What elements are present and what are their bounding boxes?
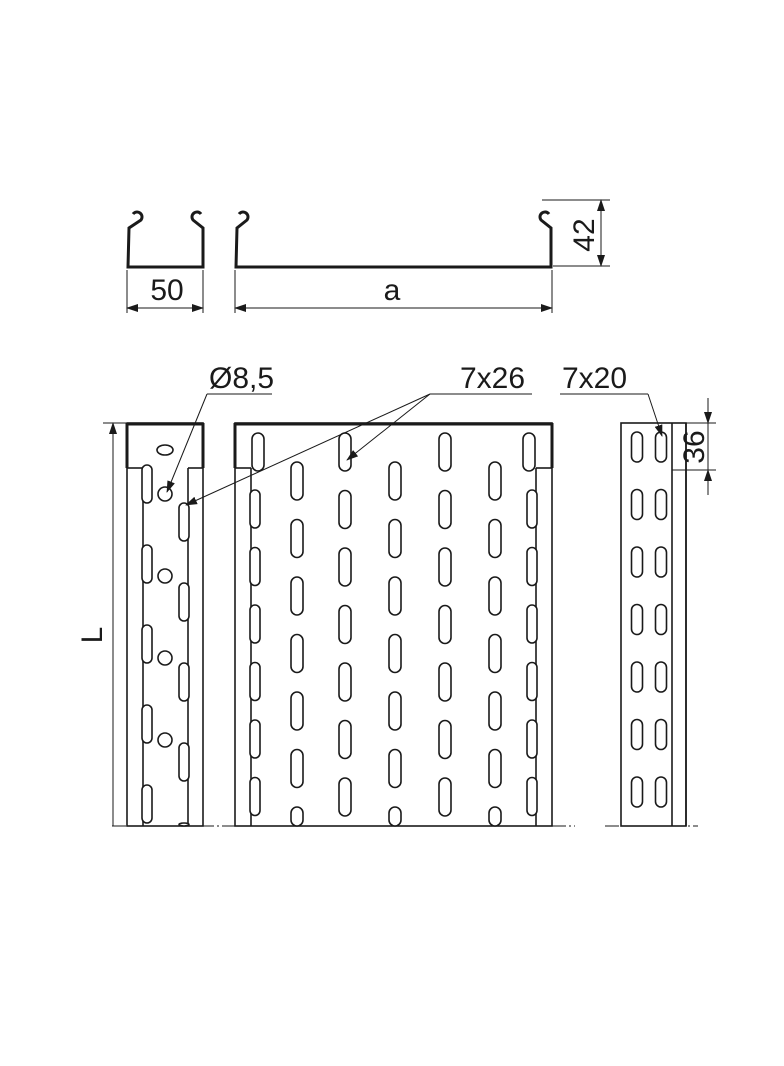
- slot-7x26: [388, 748, 402, 789]
- slot-7x26: [438, 719, 452, 760]
- leader-hole-diameter: Ø8,5: [166, 362, 274, 493]
- slot-7x26: [338, 489, 352, 530]
- dimension-a-label: a: [384, 274, 401, 307]
- slot-7x20: [630, 718, 644, 751]
- slot-7x20: [630, 776, 644, 808]
- dimension-50: 50: [126, 270, 204, 313]
- slot-7x26: [290, 633, 304, 674]
- slot-side-wall: [526, 489, 538, 529]
- cross-section-wide: [234, 210, 553, 269]
- slot-7x26: [290, 806, 304, 827]
- slot-7x26: [438, 489, 452, 530]
- slot-7x20: [630, 661, 644, 693]
- slot-side-wall: [249, 776, 261, 817]
- slot-7x26: [438, 432, 452, 472]
- hole-8-5: [157, 732, 173, 748]
- dimension-36-label: 36: [678, 430, 711, 463]
- slot-7x26: [338, 662, 352, 702]
- slot-7x20: [654, 431, 668, 463]
- slot-side-wall: [178, 742, 190, 782]
- slot-7x20: [630, 603, 644, 636]
- slot-7x26: [290, 691, 304, 731]
- hole-diameter-label: Ø8,5: [209, 362, 274, 395]
- leader-slot-7x20: 7x20: [560, 362, 663, 437]
- slot-7x20: [630, 488, 644, 521]
- hole-8-5: [157, 650, 173, 666]
- slot-side-wall: [526, 604, 538, 644]
- slot-7x26: [488, 633, 502, 674]
- slot-side-wall: [249, 719, 261, 759]
- slot-7x20: [654, 603, 668, 636]
- slot-7x26: [488, 748, 502, 789]
- dimension-42-label: 42: [568, 218, 601, 251]
- slot-side-wall: [141, 784, 153, 824]
- slot-7x26-label: 7x26: [460, 362, 525, 395]
- hole-8-5: [157, 486, 173, 502]
- slot-7x26: [488, 518, 502, 559]
- slot-7x26: [290, 748, 304, 789]
- slot-7x26: [488, 691, 502, 731]
- slot-7x26: [438, 662, 452, 702]
- hole-8-5: [156, 444, 174, 456]
- slot-side-wall: [178, 582, 190, 622]
- slot-side-wall: [141, 704, 153, 744]
- slot-7x26: [438, 777, 452, 817]
- slot-7x20: [654, 546, 668, 578]
- slot-7x26: [338, 777, 352, 817]
- slot-side-wall: [526, 546, 538, 587]
- slot-7x26: [388, 461, 402, 501]
- plan-view-narrow: [125, 422, 205, 827]
- slot-7x26: [290, 518, 304, 559]
- slot-side-wall: [526, 776, 538, 817]
- slot-7x20: [654, 776, 668, 808]
- slot-7x26: [388, 576, 402, 616]
- dimension-L: L: [76, 422, 126, 826]
- slot-7x26: [388, 633, 402, 674]
- slot-side-wall: [526, 661, 538, 702]
- slot-7x26: [388, 806, 402, 827]
- slot-7x26: [488, 576, 502, 616]
- perforation-slots: [141, 431, 668, 827]
- slot-side-wall: [178, 662, 190, 702]
- slot-7x26: [438, 547, 452, 587]
- dimension-36: 36: [660, 398, 716, 495]
- slot-7x26: [338, 432, 352, 472]
- dimension-L-label: L: [76, 627, 109, 644]
- slot-7x26: [488, 806, 502, 827]
- dimension-50-label: 50: [150, 274, 183, 307]
- slot-7x26: [251, 432, 265, 472]
- slot-7x26: [438, 604, 452, 645]
- slot-7x20: [654, 488, 668, 521]
- slot-side-wall: [249, 489, 261, 529]
- dimension-42: 42: [542, 199, 610, 267]
- slot-7x26: [290, 461, 304, 501]
- slot-7x26: [290, 576, 304, 616]
- slot-side-wall: [141, 464, 153, 504]
- slot-7x20: [654, 718, 668, 751]
- slot-side-wall: [526, 719, 538, 759]
- slot-7x20: [654, 661, 668, 693]
- slot-7x26: [338, 547, 352, 587]
- slot-side-wall: [141, 624, 153, 664]
- hole-8-5: [157, 568, 173, 584]
- slot-side-wall: [141, 544, 153, 584]
- slot-7x20: [630, 546, 644, 578]
- slot-7x20: [630, 431, 644, 463]
- slot-7x26: [522, 432, 536, 472]
- cross-section-narrow: [126, 210, 205, 269]
- slot-7x26: [338, 719, 352, 760]
- slot-side-wall: [249, 546, 261, 587]
- slot-side-wall: [178, 502, 190, 542]
- slot-7x26: [388, 691, 402, 731]
- leader-slot-7x26: 7x26: [185, 362, 532, 506]
- dimension-a: a: [234, 270, 553, 313]
- slot-7x26: [338, 604, 352, 645]
- slot-side-wall: [249, 604, 261, 644]
- slot-7x26: [488, 461, 502, 501]
- slot-side-wall: [249, 661, 261, 702]
- slot-7x26: [388, 518, 402, 559]
- slot-7x20-label: 7x20: [562, 362, 627, 395]
